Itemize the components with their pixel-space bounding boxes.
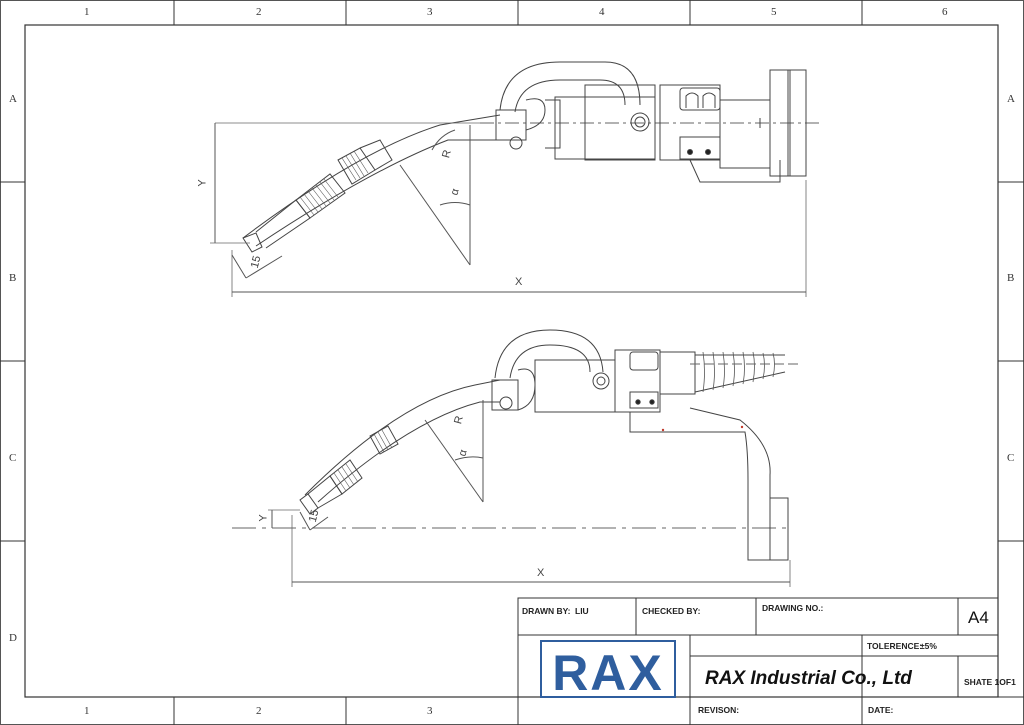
tolerance-value: ±5% bbox=[920, 641, 937, 651]
drawing-no-label: DRAWING NO.: bbox=[762, 603, 824, 613]
column-label-6: 6 bbox=[942, 6, 948, 18]
title-block-grid bbox=[517, 597, 1024, 725]
bottom-dim-y: Y bbox=[257, 514, 270, 522]
bottom-dim-x: X bbox=[537, 567, 545, 579]
bottom-column-label-1: 1 bbox=[84, 705, 90, 717]
top-zone-dividers bbox=[173, 0, 863, 25]
drawn-by-label: DRAWN BY: bbox=[522, 606, 571, 616]
company-name: RAX Industrial Co., Ltd bbox=[705, 668, 912, 689]
revision-label: REVISON: bbox=[698, 705, 740, 715]
date-label: DATE: bbox=[868, 705, 894, 715]
row-label-b-right: B bbox=[1007, 272, 1015, 284]
svg-text:RAX: RAX bbox=[552, 645, 664, 701]
bottom-torch-view bbox=[232, 329, 800, 587]
top-torch-view bbox=[210, 61, 820, 297]
row-label-b-left: B bbox=[9, 272, 17, 284]
rax-logo: RAX bbox=[540, 640, 676, 701]
bottom-column-label-3: 3 bbox=[427, 705, 433, 717]
paper-size: A4 bbox=[968, 608, 989, 627]
column-label-1: 1 bbox=[84, 6, 90, 18]
row-label-c-right: C bbox=[1007, 452, 1015, 464]
bottom-column-label-2: 2 bbox=[256, 705, 262, 717]
column-label-2: 2 bbox=[256, 6, 262, 18]
column-label-4: 4 bbox=[599, 6, 605, 18]
sheet-number: SHATE 1OF1 bbox=[964, 677, 1016, 687]
top-dim-y: Y bbox=[196, 179, 209, 187]
row-label-a-left: A bbox=[9, 93, 17, 105]
column-label-3: 3 bbox=[427, 6, 433, 18]
bottom-zone-dividers bbox=[173, 697, 519, 725]
inner-frame bbox=[24, 24, 999, 698]
row-label-c-left: C bbox=[9, 452, 17, 464]
column-label-5: 5 bbox=[771, 6, 777, 18]
tolerance-label: TOLERENCE: bbox=[867, 641, 923, 651]
side-zone-dividers bbox=[0, 181, 1024, 542]
top-dim-x: X bbox=[515, 276, 523, 288]
row-label-d-left: D bbox=[9, 632, 17, 644]
drawn-by-value: LIU bbox=[575, 606, 589, 616]
checked-by-label: CHECKED BY: bbox=[642, 606, 701, 616]
row-label-a-right: A bbox=[1007, 93, 1015, 105]
